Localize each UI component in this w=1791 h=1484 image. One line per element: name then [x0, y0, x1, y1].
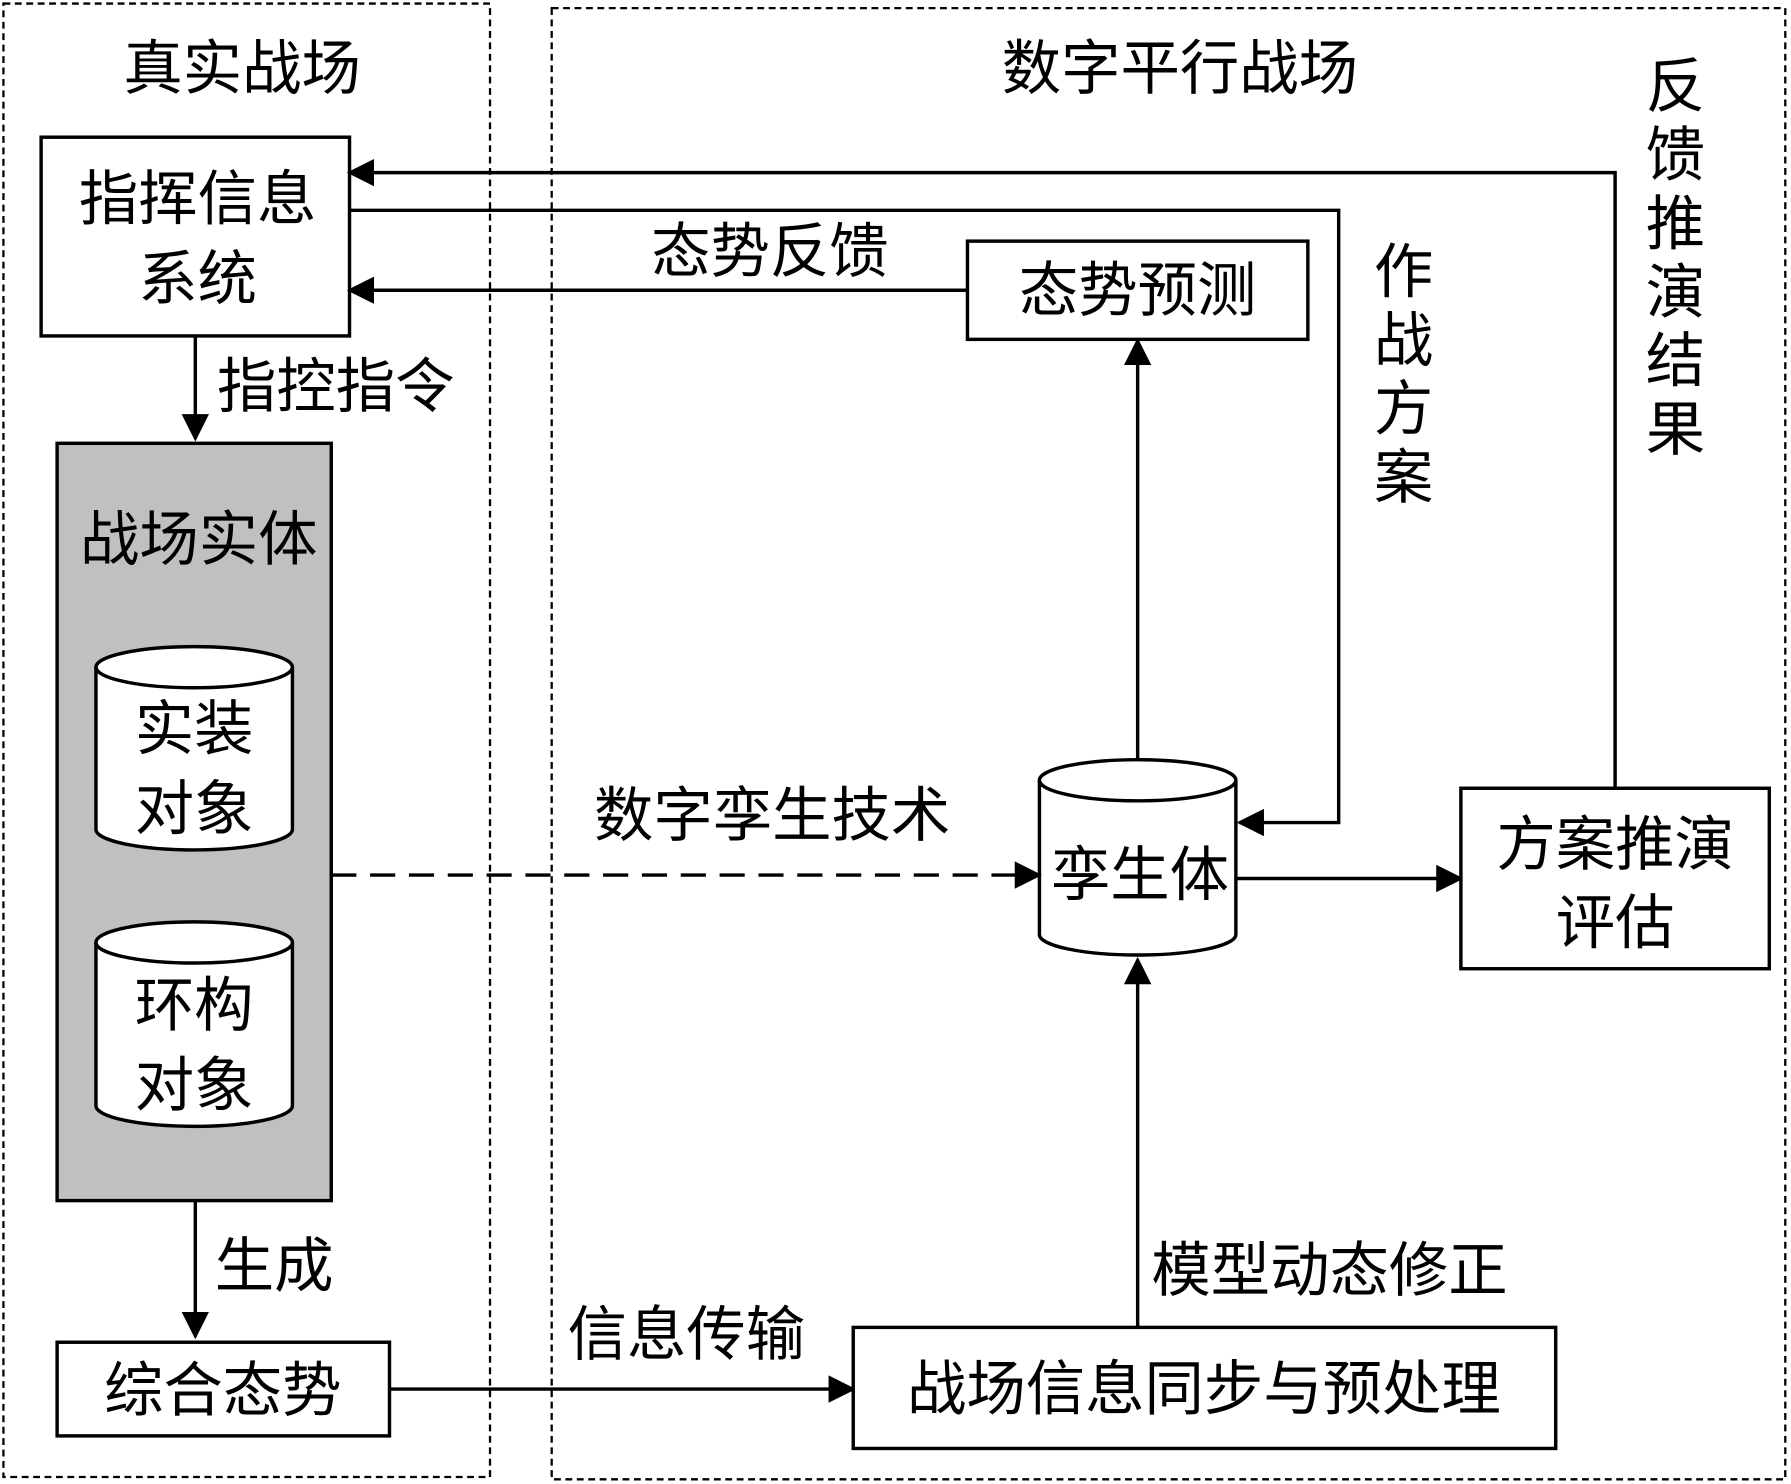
feedback-result-arrow: [346, 158, 1617, 789]
twin-cylinder: 孪生体: [1037, 757, 1238, 957]
plan-evaluation-label-line2: 评估: [1556, 890, 1675, 959]
digital-battlefield-title: 数字平行战场: [1002, 35, 1358, 104]
equipment-object-label-line1: 实装: [135, 695, 254, 764]
situation-prediction-box: 态势预测: [965, 239, 1310, 342]
info-sync-label: 战场信息同步与预处理: [907, 1356, 1501, 1425]
comprehensive-situation-box: 综合态势: [55, 1340, 392, 1438]
feedback-result-label: 反馈推演结果: [1635, 55, 1704, 466]
operation-plan-label: 作战方案: [1364, 240, 1433, 514]
twin-label: 孪生体: [1051, 842, 1229, 911]
generate-label: 生成: [215, 1232, 334, 1301]
battlefield-entity-label: 战场实体: [80, 506, 318, 575]
equipment-object-label-line2: 对象: [135, 775, 254, 844]
command-system-label-line1: 指挥信息: [79, 165, 317, 234]
command-system-box: 指挥信息 系统: [39, 135, 352, 338]
operation-plan-char: 作战方案: [1364, 240, 1433, 514]
command-system-label-line2: 系统: [138, 245, 257, 314]
model-correction-label: 模型动态修正: [1151, 1237, 1507, 1306]
digital-battlefield-frame: [550, 6, 1787, 1481]
plan-evaluation-box: 方案推演 评估: [1459, 786, 1772, 971]
environment-object-label-line1: 环构: [135, 972, 254, 1041]
situation-prediction-label: 态势预测: [1019, 257, 1257, 326]
feedback-result-char: 反馈推演结果: [1635, 55, 1704, 466]
info-transfer-label: 信息传输: [568, 1301, 806, 1370]
situation-feedback-label: 态势反馈: [651, 218, 889, 287]
real-battlefield-frame: [2, 2, 492, 1479]
equipment-object-cylinder: 实装 对象: [94, 644, 295, 852]
comprehensive-situation-label: 综合态势: [104, 1357, 342, 1426]
environment-object-cylinder: 环构 对象: [94, 920, 295, 1129]
command-instruction-label: 指控指令: [217, 353, 455, 422]
real-battlefield-title: 真实战场: [123, 35, 361, 104]
twin-tech-label: 数字孪生技术: [594, 782, 950, 851]
info-sync-box: 战场信息同步与预处理: [851, 1325, 1558, 1451]
environment-object-label-line2: 对象: [135, 1052, 254, 1121]
plan-evaluation-label-line1: 方案推演: [1496, 811, 1734, 880]
operation-plan-arrow: [349, 208, 1341, 837]
